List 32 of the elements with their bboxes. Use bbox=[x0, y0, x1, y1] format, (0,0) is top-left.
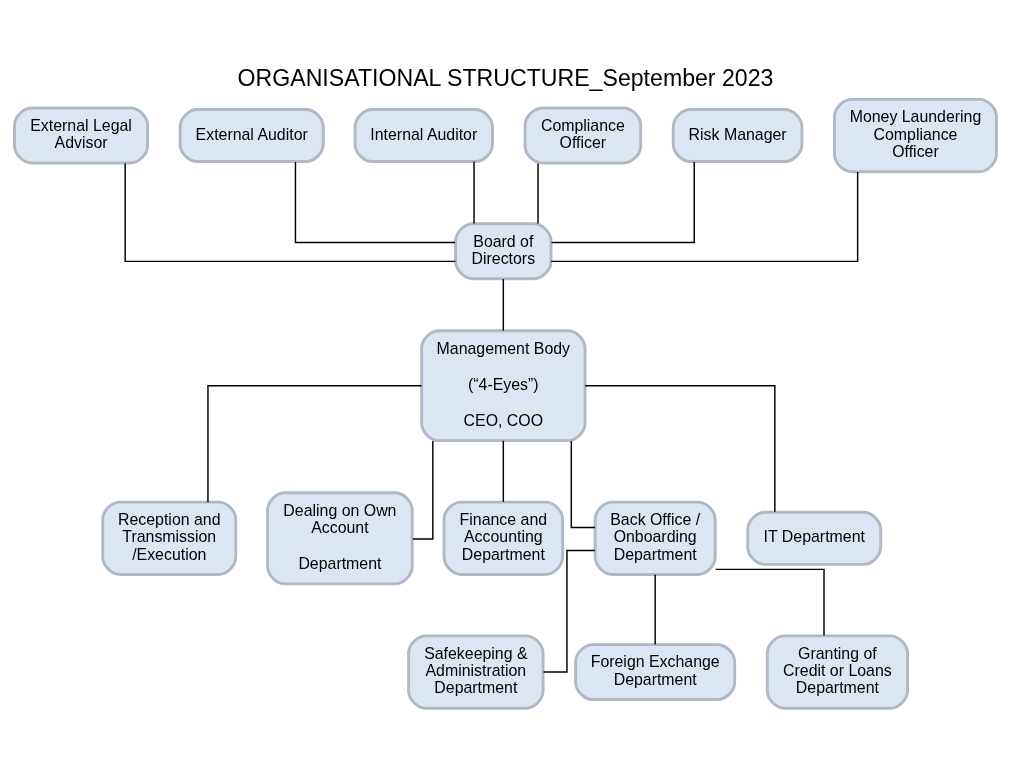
connector bbox=[542, 549, 596, 673]
connector bbox=[584, 384, 776, 512]
node-box: Reception and Transmission /Execution bbox=[101, 500, 238, 576]
connector bbox=[714, 568, 825, 636]
connector bbox=[411, 439, 434, 540]
node-box: Finance and Accounting Department bbox=[442, 500, 565, 576]
connector bbox=[473, 160, 475, 224]
node-box: Money Laundering Compliance Officer bbox=[833, 97, 998, 173]
node-box: External Auditor bbox=[178, 107, 325, 163]
connector bbox=[570, 439, 596, 528]
connector bbox=[124, 162, 457, 262]
connector bbox=[294, 160, 456, 243]
node-box: Safekeeping & Administration Department bbox=[407, 633, 545, 710]
node-box: Internal Auditor bbox=[353, 107, 494, 163]
node-box: IT Department bbox=[746, 510, 883, 566]
connector bbox=[550, 160, 695, 243]
node-box: Management Body (“4-Eyes”) CEO, COO bbox=[420, 328, 587, 442]
node-box: Risk Manager bbox=[671, 107, 804, 163]
node-box: Board of Directors bbox=[454, 221, 553, 280]
node-box: Back Office / Onboarding Department bbox=[593, 500, 717, 576]
connector bbox=[502, 439, 505, 503]
node-box: Foreign Exchange Department bbox=[574, 642, 737, 701]
node-box: Dealing on Own Account Department bbox=[266, 490, 414, 585]
connector bbox=[502, 277, 505, 331]
node-box: External Legal Advisor bbox=[13, 106, 150, 164]
connector bbox=[537, 162, 539, 224]
connector bbox=[207, 384, 423, 503]
node-box: Granting of Credit or Loans Department bbox=[765, 633, 909, 710]
diagram-title: ORGANISATIONAL STRUCTURE_September 2023 bbox=[237, 64, 774, 91]
connector bbox=[550, 170, 859, 262]
connector bbox=[654, 573, 656, 645]
node-box: Compliance Officer bbox=[523, 106, 643, 164]
